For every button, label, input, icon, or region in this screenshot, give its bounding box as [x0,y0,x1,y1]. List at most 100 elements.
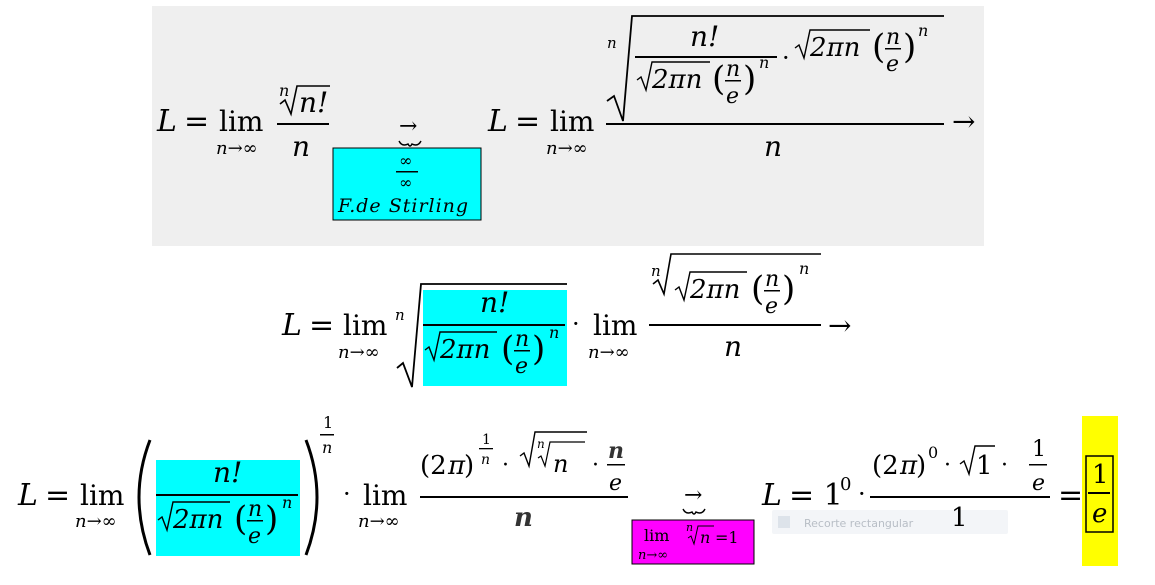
svg-text:·: · [858,480,866,508]
svg-text:e: e [1032,471,1045,496]
svg-text:·: · [502,453,509,478]
svg-text:n→∞: n→∞ [358,511,400,532]
svg-text:=: = [45,478,70,513]
svg-text:L: L [281,308,302,343]
svg-text:1: 1 [976,451,993,481]
svg-text:n: n [608,438,624,464]
svg-text:n: n [282,493,292,512]
svg-text:1: 1 [1032,437,1046,462]
svg-text:Recorte rectangular: Recorte rectangular [804,517,914,530]
svg-text:n: n [395,306,405,324]
svg-text:(2: (2 [420,451,447,481]
svg-text:n: n [481,452,490,468]
svg-text:n!: n! [213,456,242,489]
svg-text:∞: ∞ [399,173,412,192]
row1-frac-den: n [292,130,310,163]
svg-text:(: ( [872,27,885,67]
svg-text:n: n [724,330,742,363]
svg-text:n: n [765,267,779,292]
svg-text:2πn: 2πn [172,505,223,535]
svg-text:n: n [549,323,559,342]
svg-text:lim: lim [550,105,594,138]
row1-frac-num: n! [299,86,328,119]
svg-text:∞: ∞ [399,151,412,170]
ghost-tooltip [772,510,1008,534]
svg-text:·: · [1001,453,1008,478]
svg-text:e: e [886,52,899,77]
svg-text:n: n [918,21,928,40]
svg-text:(: ( [712,59,725,99]
answer-den: e [1092,499,1107,529]
svg-text:n: n [607,34,617,52]
svg-text:=: = [184,104,209,139]
svg-text:n: n [537,437,545,451]
svg-text:n→∞: n→∞ [546,138,588,159]
svg-text:·: · [343,480,351,508]
svg-text:n: n [553,450,568,478]
svg-text:n: n [279,81,289,100]
svg-text:1: 1 [951,503,968,533]
svg-text:lim: lim [343,309,387,342]
svg-text:e: e [609,471,622,496]
svg-text:·: · [944,453,951,478]
svg-text:n→∞: n→∞ [75,511,117,532]
stirling-box [332,147,482,221]
row1-arrow: → [952,105,975,138]
svg-text:π: π [447,451,466,481]
svg-text:·: · [572,310,580,338]
svg-text:(2: (2 [872,451,899,481]
svg-text:n: n [322,438,332,457]
svg-text:n→∞: n→∞ [638,548,668,563]
svg-text:1: 1 [323,413,333,432]
row1-lim: lim [219,105,263,138]
svg-text:n: n [700,528,710,547]
svg-text:= 1: = 1 [789,478,843,513]
svg-text:n: n [515,327,529,352]
svg-text:e: e [248,524,261,549]
svg-text:lim: lim [644,526,669,545]
svg-text:2πn: 2πn [651,65,702,95]
svg-text:n: n [726,57,740,82]
svg-text:·: · [782,44,790,72]
svg-text:1: 1 [482,432,491,448]
svg-text:2πn: 2πn [439,335,490,365]
row1-lhs: L [156,104,177,139]
svg-text:(: ( [234,499,247,539]
stirling-panel [152,6,984,246]
svg-text:n: n [514,503,533,533]
svg-text:n: n [651,262,661,280]
row1-equation: L = lim n→∞ n n! n → ∞ ∞ F.de Stirling L… [156,15,975,221]
svg-text:→: → [684,483,702,508]
svg-text:e: e [765,294,778,319]
svg-text:L: L [487,104,508,139]
svg-text:0: 0 [840,474,851,495]
stirling-label: F.de Stirling [337,195,469,217]
svg-text:e: e [515,354,528,379]
svg-text:): ) [782,269,795,309]
svg-text:): ) [903,27,916,67]
svg-text:n: n [248,497,262,522]
svg-text:n: n [686,521,693,534]
svg-text:e: e [726,84,739,109]
svg-text:(: ( [501,329,514,369]
svg-text:→: → [399,114,417,139]
svg-text:=1: =1 [715,528,739,547]
svg-text:lim: lim [363,479,407,512]
answer-highlight [1082,416,1118,566]
svg-text:n!: n! [480,286,509,319]
row3-cyan-highlight [156,460,300,556]
svg-text:lim: lim [80,479,124,512]
svg-text:→: → [828,309,851,342]
svg-text:L: L [17,478,38,513]
svg-text:): ) [532,329,545,369]
svg-text:n→∞: n→∞ [588,342,630,363]
svg-text:): ) [743,59,756,99]
svg-text:n: n [886,25,900,50]
svg-text:π: π [899,451,918,481]
svg-text:2πn: 2πn [689,275,740,305]
svg-text:lim: lim [593,309,637,342]
svg-text:n: n [799,259,809,278]
svg-text:2πn: 2πn [809,33,860,63]
svg-text:(: ( [751,269,764,309]
svg-text:=: = [515,104,540,139]
